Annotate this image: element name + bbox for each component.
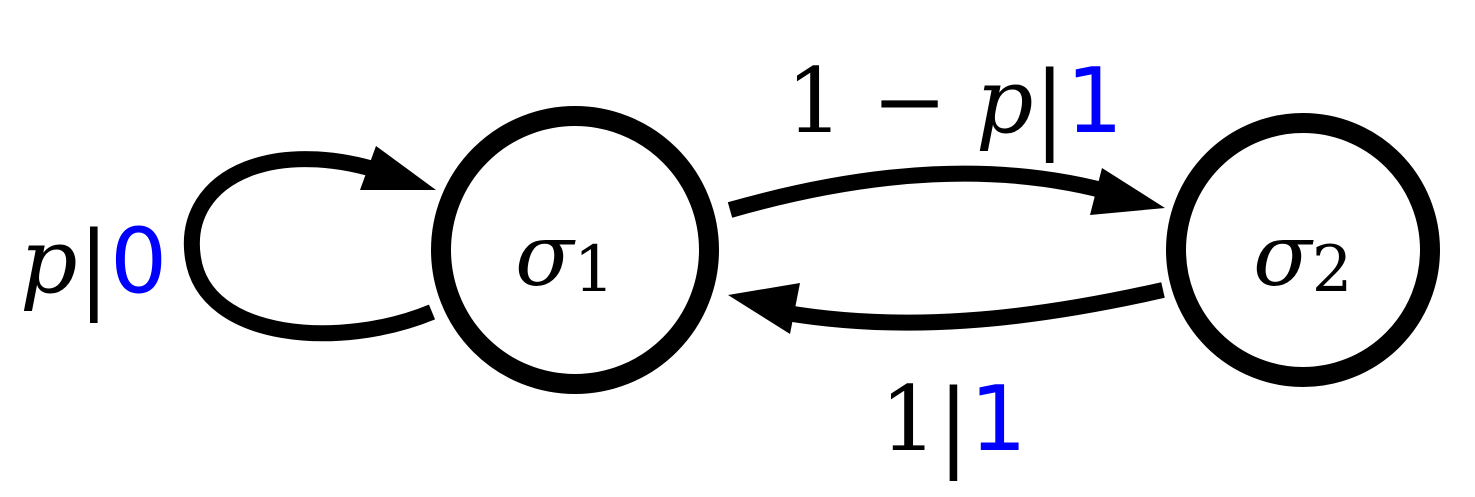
label-s1-to-s2-separator: | xyxy=(1034,51,1066,163)
label-self-loop-prob: p xyxy=(20,209,78,314)
state-sigma-2-label: σ2 xyxy=(1253,206,1352,307)
state-sigma-1-label: σ1 xyxy=(515,206,614,307)
label-s2-to-s1: 1|1 xyxy=(880,367,1027,481)
label-self-loop: p|0 xyxy=(20,209,167,323)
self-loop-edge xyxy=(183,151,436,342)
label-self-loop-output: 0 xyxy=(110,209,167,314)
state-2-symbol: σ xyxy=(1253,206,1314,306)
label-s1-to-s2-var: p xyxy=(976,49,1034,154)
label-s1-to-s2: 1 − p|1 xyxy=(786,49,1123,163)
edge-s2-to-s1-arrowhead xyxy=(728,283,800,334)
label-s1-to-s2-op: − xyxy=(843,49,976,154)
state-sigma-1-circle xyxy=(431,106,719,394)
label-s1-to-s2-output: 1 xyxy=(1066,49,1123,154)
label-s2-to-s1-output: 1 xyxy=(970,367,1027,472)
label-s2-to-s1-prob: 1 xyxy=(880,367,937,472)
self-loop-arrowhead xyxy=(360,146,436,190)
state-1-symbol: σ xyxy=(515,206,576,306)
state-2-subscript: 2 xyxy=(1312,233,1353,307)
edge-s2-to-s1 xyxy=(768,282,1165,331)
label-s2-to-s1-separator: | xyxy=(937,369,969,481)
state-1-subscript: 1 xyxy=(574,233,615,307)
state-sigma-2-circle xyxy=(1166,113,1440,387)
edge-s1-to-s2-arrowhead xyxy=(1090,168,1165,215)
label-s1-to-s2-const: 1 xyxy=(786,49,843,154)
label-self-loop-separator: | xyxy=(78,211,110,323)
edge-s1-to-s2 xyxy=(727,165,1123,218)
